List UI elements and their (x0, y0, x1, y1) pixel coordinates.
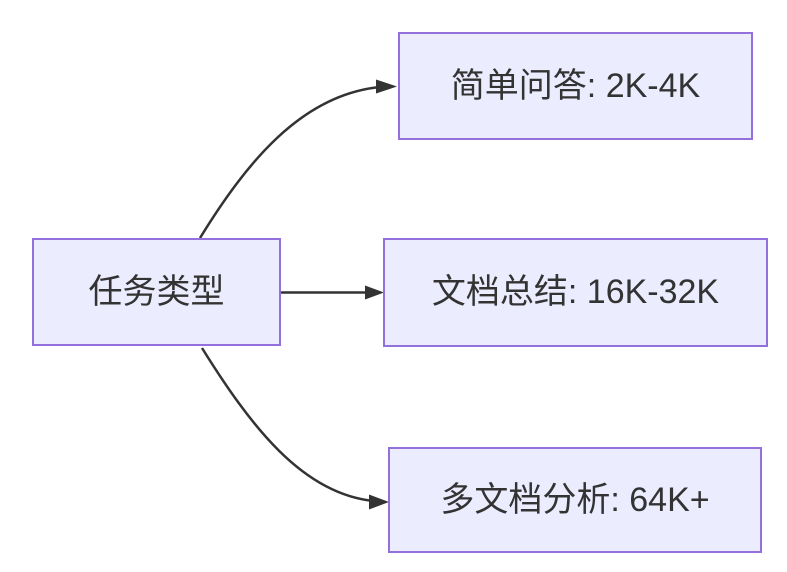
node-multi-doc: 多文档分析: 64K+ (388, 447, 762, 553)
node-multi-doc-label: 多文档分析: 64K+ (440, 480, 710, 519)
node-doc-summary-label: 文档总结: 16K-32K (431, 273, 720, 312)
arrowhead-icon-doc-summary (365, 285, 384, 300)
node-simple-qa: 简单问答: 2K-4K (398, 32, 753, 140)
edge-root-to-multi-doc (200, 347, 375, 503)
node-simple-qa-label: 简单问答: 2K-4K (450, 66, 701, 105)
node-doc-summary: 文档总结: 16K-32K (383, 238, 768, 347)
node-task-type-label: 任务类型 (88, 272, 225, 311)
arrowhead-icon-multi-doc (369, 494, 389, 510)
arrowhead-icon-simple-qa (376, 79, 397, 94)
edge-root-to-simple-qa (198, 85, 381, 239)
node-task-type: 任务类型 (32, 238, 281, 346)
